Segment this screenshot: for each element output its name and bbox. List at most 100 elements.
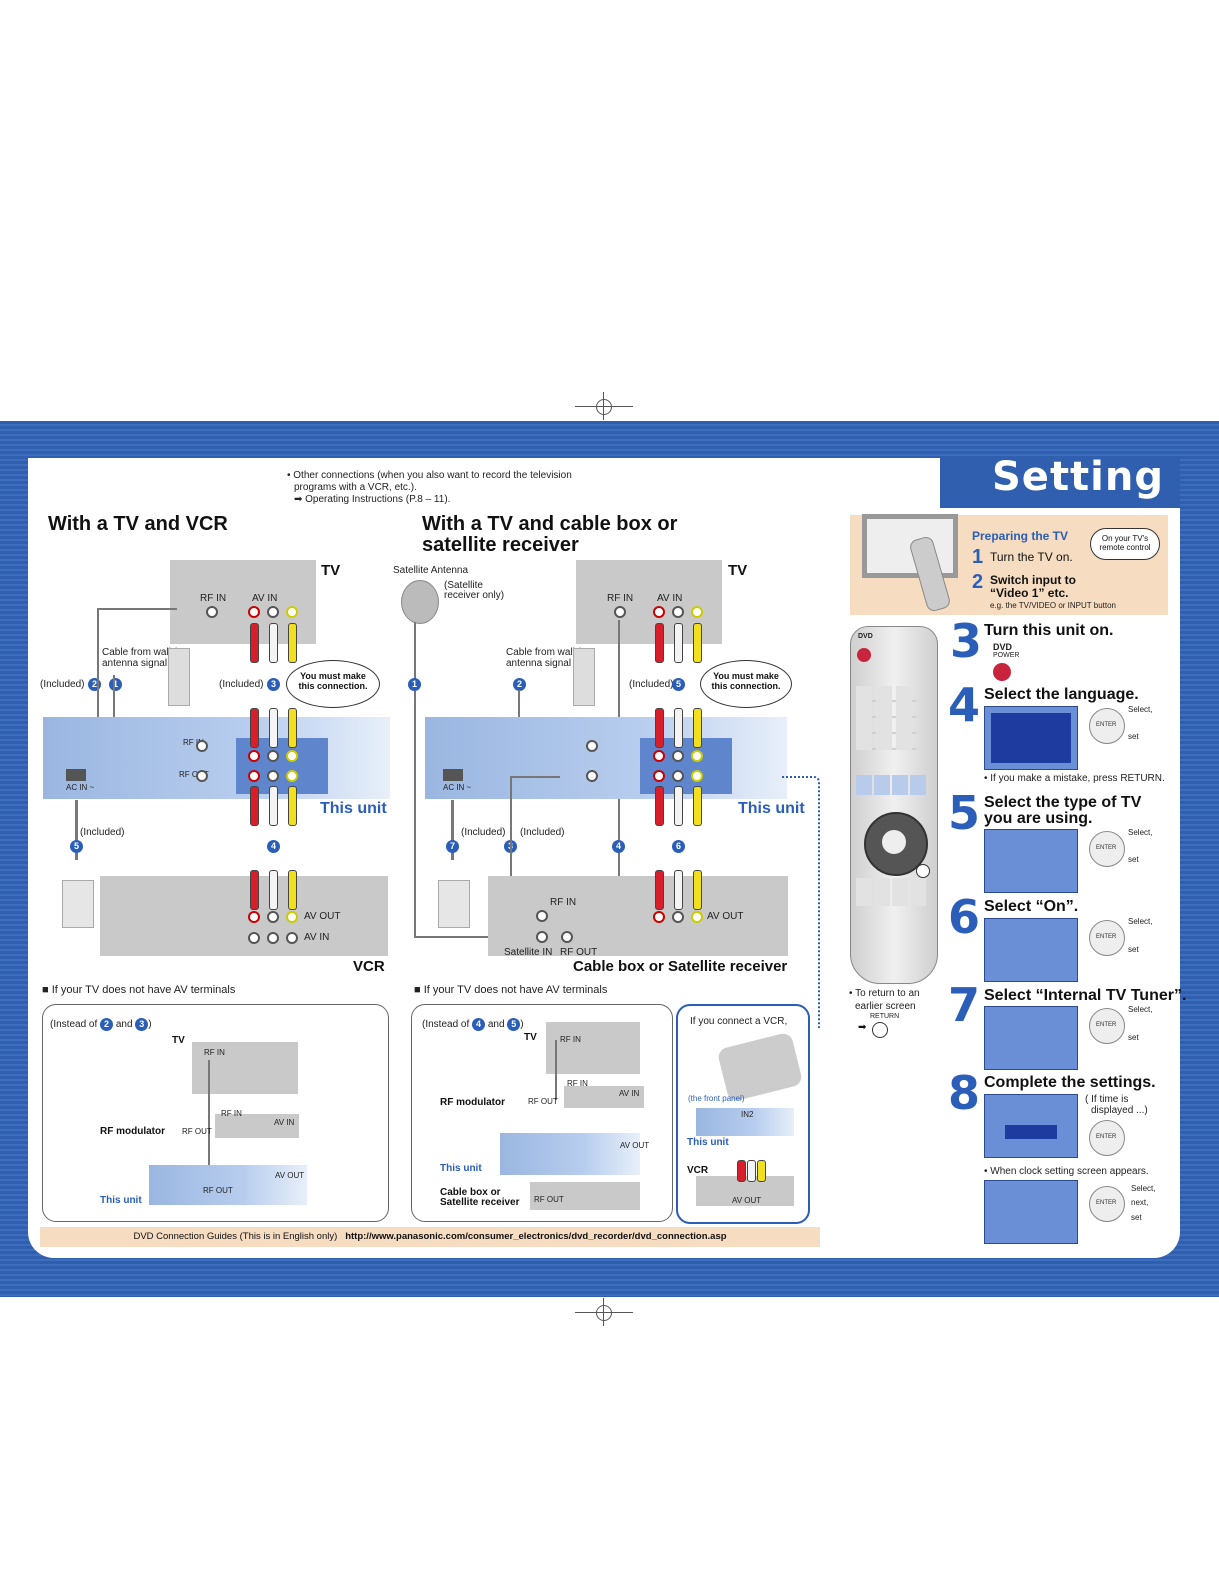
enter-button-icon	[1089, 1120, 1125, 1156]
prep-step-2: “Video 1” etc.	[990, 586, 1068, 600]
return-button-label: RETURN	[870, 1013, 899, 1020]
av-jack-red	[653, 750, 665, 762]
no-av-heading: ■ If your TV does not have AV terminals	[414, 984, 607, 996]
yellow-plug	[288, 870, 297, 910]
white-plug	[674, 786, 683, 826]
white-plug	[674, 708, 683, 748]
av-jack-yellow	[286, 606, 298, 618]
remote-power-button[interactable]	[857, 648, 871, 662]
av-jack-yellow	[691, 750, 703, 762]
remote-number-keys[interactable]	[856, 686, 916, 750]
av-jack-red	[653, 770, 665, 782]
av-jack-yellow	[691, 606, 703, 618]
rf-out-label: RF OUT	[534, 1195, 564, 1204]
complete-screen	[984, 1094, 1078, 1158]
instead-text: and	[488, 1019, 505, 1030]
remote-bottom-keys[interactable]	[856, 878, 928, 906]
rf-in-jack	[536, 910, 548, 922]
cable-box-label: Cable box or Satellite receiver	[573, 958, 787, 975]
rf-out-jack	[561, 931, 573, 943]
av-jack-white	[672, 770, 684, 782]
yellow-plug	[288, 786, 297, 826]
cable-wire	[510, 776, 560, 778]
yellow-plug	[693, 870, 702, 910]
cable-wall-label: Cable from wall /	[102, 647, 176, 658]
tv-label: TV	[321, 562, 340, 579]
instead-text: )	[520, 1019, 523, 1030]
step-5-title: you are using.	[984, 810, 1092, 828]
step-badge: 7	[446, 840, 459, 853]
yellow-plug	[288, 708, 297, 748]
bubble-line: You must make	[295, 671, 371, 681]
ac-inlet	[66, 769, 86, 781]
dvd-power-label: POWER	[993, 652, 1019, 659]
front-panel-label: (the front panel)	[688, 1094, 744, 1103]
cable-wire	[414, 622, 416, 938]
rf-out-label: RF OUT	[182, 1127, 212, 1136]
remote-control	[850, 626, 938, 984]
footer-text: DVD Connection Guides (This is in Englis…	[133, 1231, 337, 1242]
rf-modulator-label: RF modulator	[440, 1097, 505, 1108]
setting-title: Setting	[992, 454, 1164, 500]
white-plug	[747, 1160, 756, 1182]
language-screen	[984, 706, 1078, 770]
remote-return-button[interactable]	[916, 864, 930, 878]
yellow-plug	[693, 623, 702, 663]
connection-title: Connection	[28, 454, 291, 500]
note-line: programs with a VCR, etc.).	[294, 482, 417, 493]
step-7-title: Select “Internal TV Tuner”.	[984, 987, 1186, 1005]
set-label: set	[1128, 855, 1139, 864]
step-badge: 1	[408, 678, 421, 691]
step-4-title: Select the language.	[984, 686, 1139, 704]
av-in-label: AV IN	[657, 593, 682, 604]
antenna-label: antenna signal	[102, 658, 167, 669]
select-label: Select,	[1131, 1184, 1155, 1193]
instead-text: and	[116, 1019, 133, 1030]
instead-of-line: (Instead of 2 and 3)	[50, 1018, 152, 1031]
power-button-icon	[993, 663, 1011, 681]
set-label: set	[1128, 1033, 1139, 1042]
satellite-in-jack	[536, 931, 548, 943]
step-badge: 4	[472, 1018, 485, 1031]
prep-step-1: Turn the TV on.	[990, 550, 1073, 564]
step-badge: 5	[70, 840, 83, 853]
av-jack-yellow	[286, 770, 298, 782]
av-jack-white	[267, 750, 279, 762]
select-label: Select,	[1128, 917, 1152, 926]
step-3-title: Turn this unit on.	[984, 622, 1113, 640]
section-title: satellite receiver	[422, 534, 579, 556]
arrow-icon: ➡	[858, 1022, 866, 1033]
time-note: displayed ...)	[1091, 1105, 1148, 1116]
rf-out-jack	[196, 770, 208, 782]
remote-dvd-label: DVD	[858, 633, 873, 640]
white-plug	[674, 623, 683, 663]
av-in-label: AV IN	[304, 932, 329, 943]
bubble-line: this connection.	[295, 681, 371, 691]
no-av-heading: ■ If your TV does not have AV terminals	[42, 984, 235, 996]
crop-mark	[596, 399, 612, 415]
this-unit-device	[43, 717, 390, 799]
rf-in-label: RF IN	[560, 1035, 581, 1044]
note-line: ➡ Operating Instructions (P.8 – 11).	[294, 494, 450, 505]
section-title: With a TV and VCR	[48, 513, 228, 535]
this-unit-device	[500, 1133, 640, 1175]
red-plug	[655, 870, 664, 910]
note-line: • Other connections (when you also want …	[287, 470, 572, 481]
rf-in-label: RF IN	[221, 1109, 242, 1118]
step-badge: 1	[109, 678, 122, 691]
yellow-plug	[693, 708, 702, 748]
white-plug	[269, 786, 278, 826]
wall-outlet	[62, 880, 94, 928]
av-out-label: AV OUT	[732, 1196, 761, 1205]
red-plug	[655, 623, 664, 663]
wall-outlet	[438, 880, 470, 928]
rf-in-jack	[196, 740, 208, 752]
av-out-label: AV OUT	[304, 911, 340, 922]
cable-wire	[555, 1040, 557, 1100]
time-note: ( If time is	[1085, 1094, 1128, 1105]
vcr-label: VCR	[353, 958, 385, 975]
footer-link[interactable]: http://www.panasonic.com/consumer_electr…	[345, 1231, 726, 1242]
remote-enter-button[interactable]	[882, 830, 906, 854]
remote-blue-keys[interactable]	[856, 775, 928, 795]
rf-in-label: RF IN	[550, 897, 576, 908]
